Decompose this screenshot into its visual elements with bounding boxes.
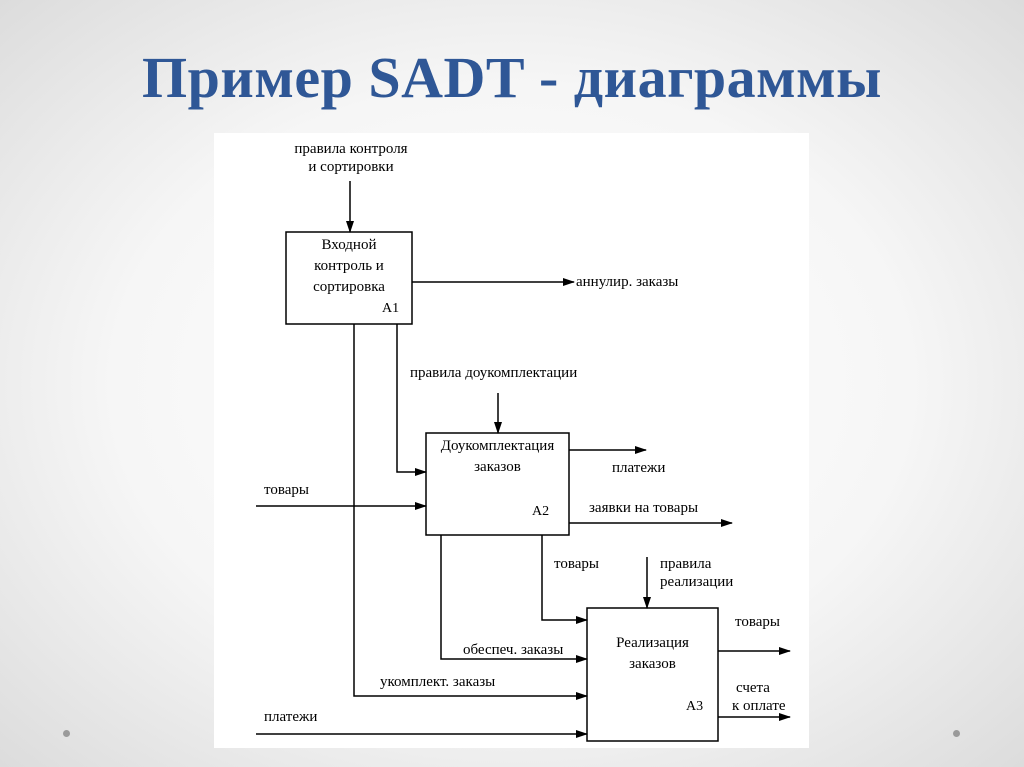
sadt-diagram: Входной контроль и сортировка A1 Доукомп…	[214, 133, 809, 748]
label-completed-orders: укомплект. заказы	[380, 674, 496, 690]
arrow-a2-goods-to-a3	[541, 535, 588, 624]
label-out-invoices: счета к оплате	[732, 680, 786, 714]
slide-dot-left	[63, 730, 70, 737]
label-out-payments: платежи	[612, 460, 666, 476]
label-in-goods: товары	[264, 482, 309, 498]
block-a2-label: Доукомплектация заказов	[440, 438, 555, 475]
block-a1-label: Входной контроль и сортировка	[313, 237, 385, 295]
label-out-goods: товары	[735, 614, 780, 630]
label-out-cancelled: аннулир. заказы	[576, 274, 679, 290]
block-a2-id: A2	[532, 504, 550, 519]
block-a3	[586, 607, 719, 742]
label-ctrl-a2: правила доукомплектации	[410, 365, 578, 381]
label-in-payments: платежи	[264, 709, 318, 725]
label-provided-orders: обеспеч. заказы	[463, 642, 564, 658]
label-ctrl-a3: правила реализации	[660, 556, 734, 590]
arrow-a1-to-a2	[396, 324, 427, 476]
label-ctrl-a1: правила контроля и сортировки	[294, 141, 408, 175]
block-a3-id: A3	[686, 699, 704, 714]
slide-dot-right	[953, 730, 960, 737]
arrow-a2-provided-to-a3	[440, 535, 588, 663]
label-out-requests: заявки на товары	[589, 500, 699, 516]
block-a3-label: Реализация заказов	[616, 635, 689, 672]
block-a1-id: A1	[382, 301, 400, 316]
diagram-connectors	[256, 181, 791, 742]
slide-title: Пример SADT - диаграммы	[142, 45, 882, 110]
label-a2-goods: товары	[554, 556, 599, 572]
arrow-a1-completed-to-a3	[353, 324, 588, 700]
